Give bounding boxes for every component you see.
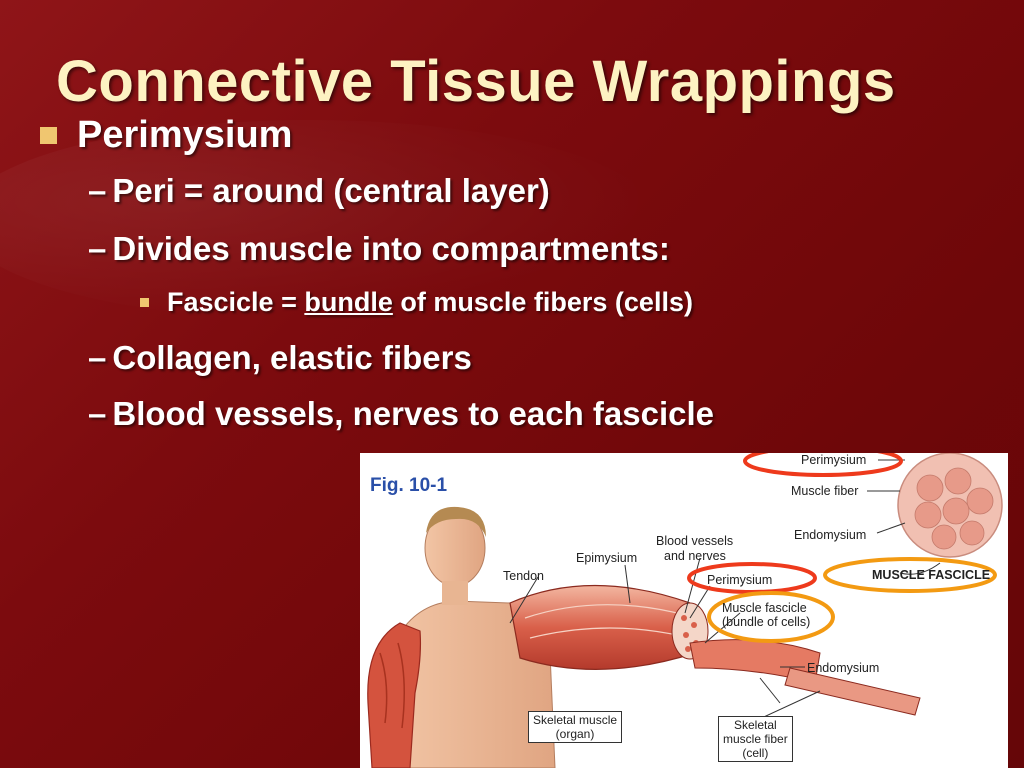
label-muscle-fascicle-caps: MUSCLE FASCICLE [872, 568, 991, 582]
figure-label: Fig. 10-1 [370, 475, 448, 496]
bullet-text: Perimysium [77, 114, 293, 156]
bullet-perimysium: Perimysium [40, 114, 292, 157]
background-swoosh [0, 120, 660, 320]
sub-bullet-text: Blood vessels, nerves to each fascicle [112, 395, 714, 432]
sub-bullet-blood-vessels: – Blood vessels, nerves to each fascicle [88, 395, 714, 433]
dash-icon: – [88, 395, 107, 432]
fascicle-text-b: of muscle fibers (cells) [392, 287, 693, 317]
label-fascicle-line2: (bundle of cells) [722, 615, 811, 629]
sub-bullet-text: Collagen, elastic fibers [112, 339, 472, 376]
label-skeletal-muscle-line1: Skeletal muscle [533, 713, 618, 727]
label-blood-vessels-line1: Blood vessels [656, 534, 734, 548]
label-muscle-fiber: Muscle fiber [791, 484, 859, 498]
sub-sub-bullet-fascicle: Fascicle = bundle of muscle fibers (cell… [140, 287, 693, 318]
sub-bullet-divides: – Divides muscle into compartments: [88, 230, 670, 268]
label-tendon: Tendon [503, 569, 545, 583]
label-skeletal-fiber-line2: muscle fiber [723, 732, 788, 746]
square-bullet-icon [40, 127, 57, 144]
fascicle-text-underlined: bundle [304, 287, 393, 317]
label-perimysium-top: Perimysium [801, 453, 867, 467]
muscle-illustration [367, 453, 1003, 768]
label-epimysium: Epimysium [576, 551, 638, 565]
label-skeletal-fiber-box: Skeletal muscle fiber (cell) [718, 716, 793, 762]
sub-bullet-text: Peri = around (central layer) [112, 172, 550, 209]
dash-icon: – [88, 172, 107, 209]
label-skeletal-fiber-line3: (cell) [742, 746, 769, 760]
fascicle-text-a: Fascicle = [167, 287, 305, 317]
label-perimysium-mid: Perimysium [707, 573, 773, 587]
sub-bullet-collagen: – Collagen, elastic fibers [88, 339, 472, 377]
label-skeletal-fiber-line1: Skeletal [733, 718, 777, 732]
label-blood-vessels-line2: and nerves [664, 549, 726, 563]
sub-bullet-peri: – Peri = around (central layer) [88, 172, 550, 210]
sub-bullet-text: Divides muscle into compartments: [112, 230, 670, 267]
label-fascicle-line1: Muscle fascicle [722, 601, 807, 615]
label-skeletal-muscle-line2: (organ) [555, 727, 595, 741]
label-endomysium-bottom: Endomysium [807, 661, 880, 675]
label-skeletal-muscle-box: Skeletal muscle (organ) [528, 711, 623, 743]
muscle-anatomy-figure: Fig. 10-1 Perimysium Muscle fiber Endomy… [360, 453, 1008, 768]
dash-icon: – [88, 339, 107, 376]
label-endomysium-top: Endomysium [794, 528, 867, 542]
small-square-bullet-icon [140, 298, 149, 307]
dash-icon: – [88, 230, 107, 267]
slide-title: Connective Tissue Wrappings [56, 49, 896, 114]
